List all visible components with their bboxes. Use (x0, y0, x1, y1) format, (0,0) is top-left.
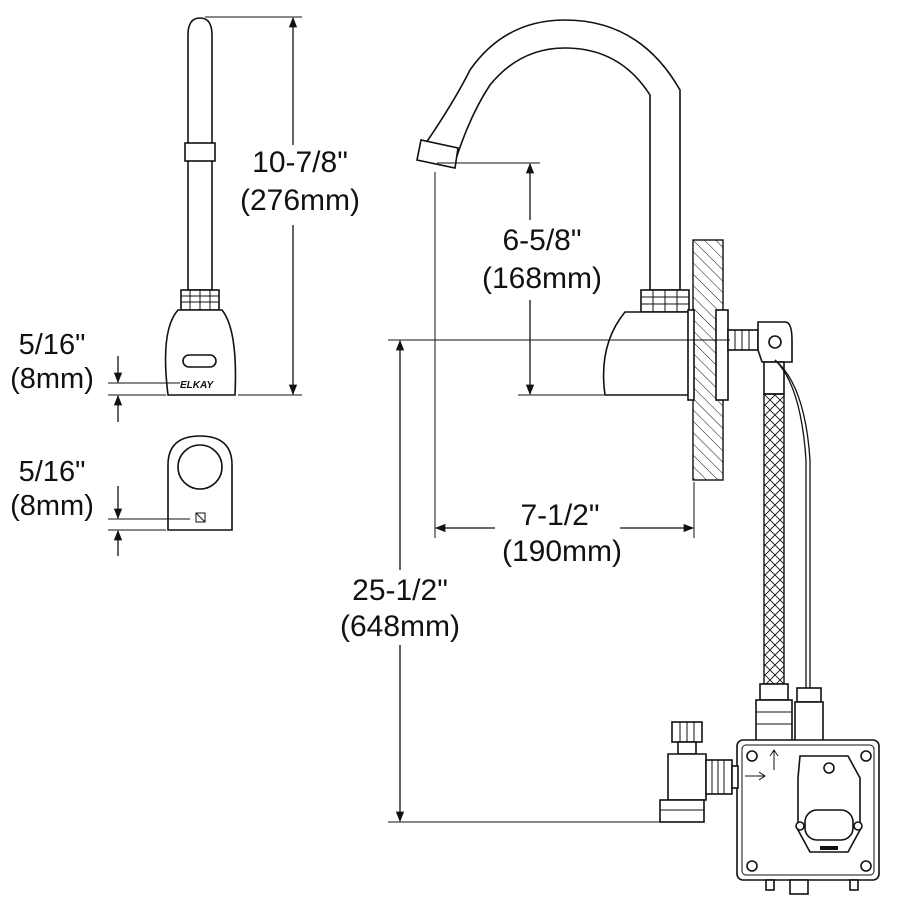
supply-height-imperial: 25-1/2" (352, 574, 448, 607)
spout-height-imperial: 10-7/8" (252, 146, 348, 179)
sensor-offset-front-imperial: 5/16" (19, 456, 86, 488)
shank-and-elbow (727, 321, 793, 395)
brand-logo: ELKAY (180, 380, 214, 391)
faucet-side-view: ELKAY (164, 17, 237, 396)
wall-section (687, 239, 729, 481)
gooseneck-clearance-imperial: 6-5/8" (502, 224, 581, 257)
sensor-offset-side-metric: (8mm) (10, 363, 94, 395)
dimension-labels: 10-7/8" (276mm) 6-5/8" (168mm) 7-1/2" (1… (10, 146, 622, 643)
spout-height-metric: (276mm) (240, 184, 360, 217)
supply-height-metric: (648mm) (340, 610, 460, 643)
dimension-lines (108, 16, 730, 823)
control-box (736, 683, 880, 895)
sensor-offset-front-metric: (8mm) (10, 490, 94, 522)
stop-valve (659, 721, 739, 823)
supply-hose (763, 359, 811, 690)
gooseneck-faucet (416, 19, 693, 396)
spout-reach-imperial: 7-1/2" (520, 499, 599, 532)
faucet-front-view (167, 435, 233, 531)
spout-reach-metric: (190mm) (502, 535, 622, 568)
gooseneck-clearance-metric: (168mm) (482, 262, 602, 295)
sensor-offset-side-imperial: 5/16" (19, 329, 86, 361)
